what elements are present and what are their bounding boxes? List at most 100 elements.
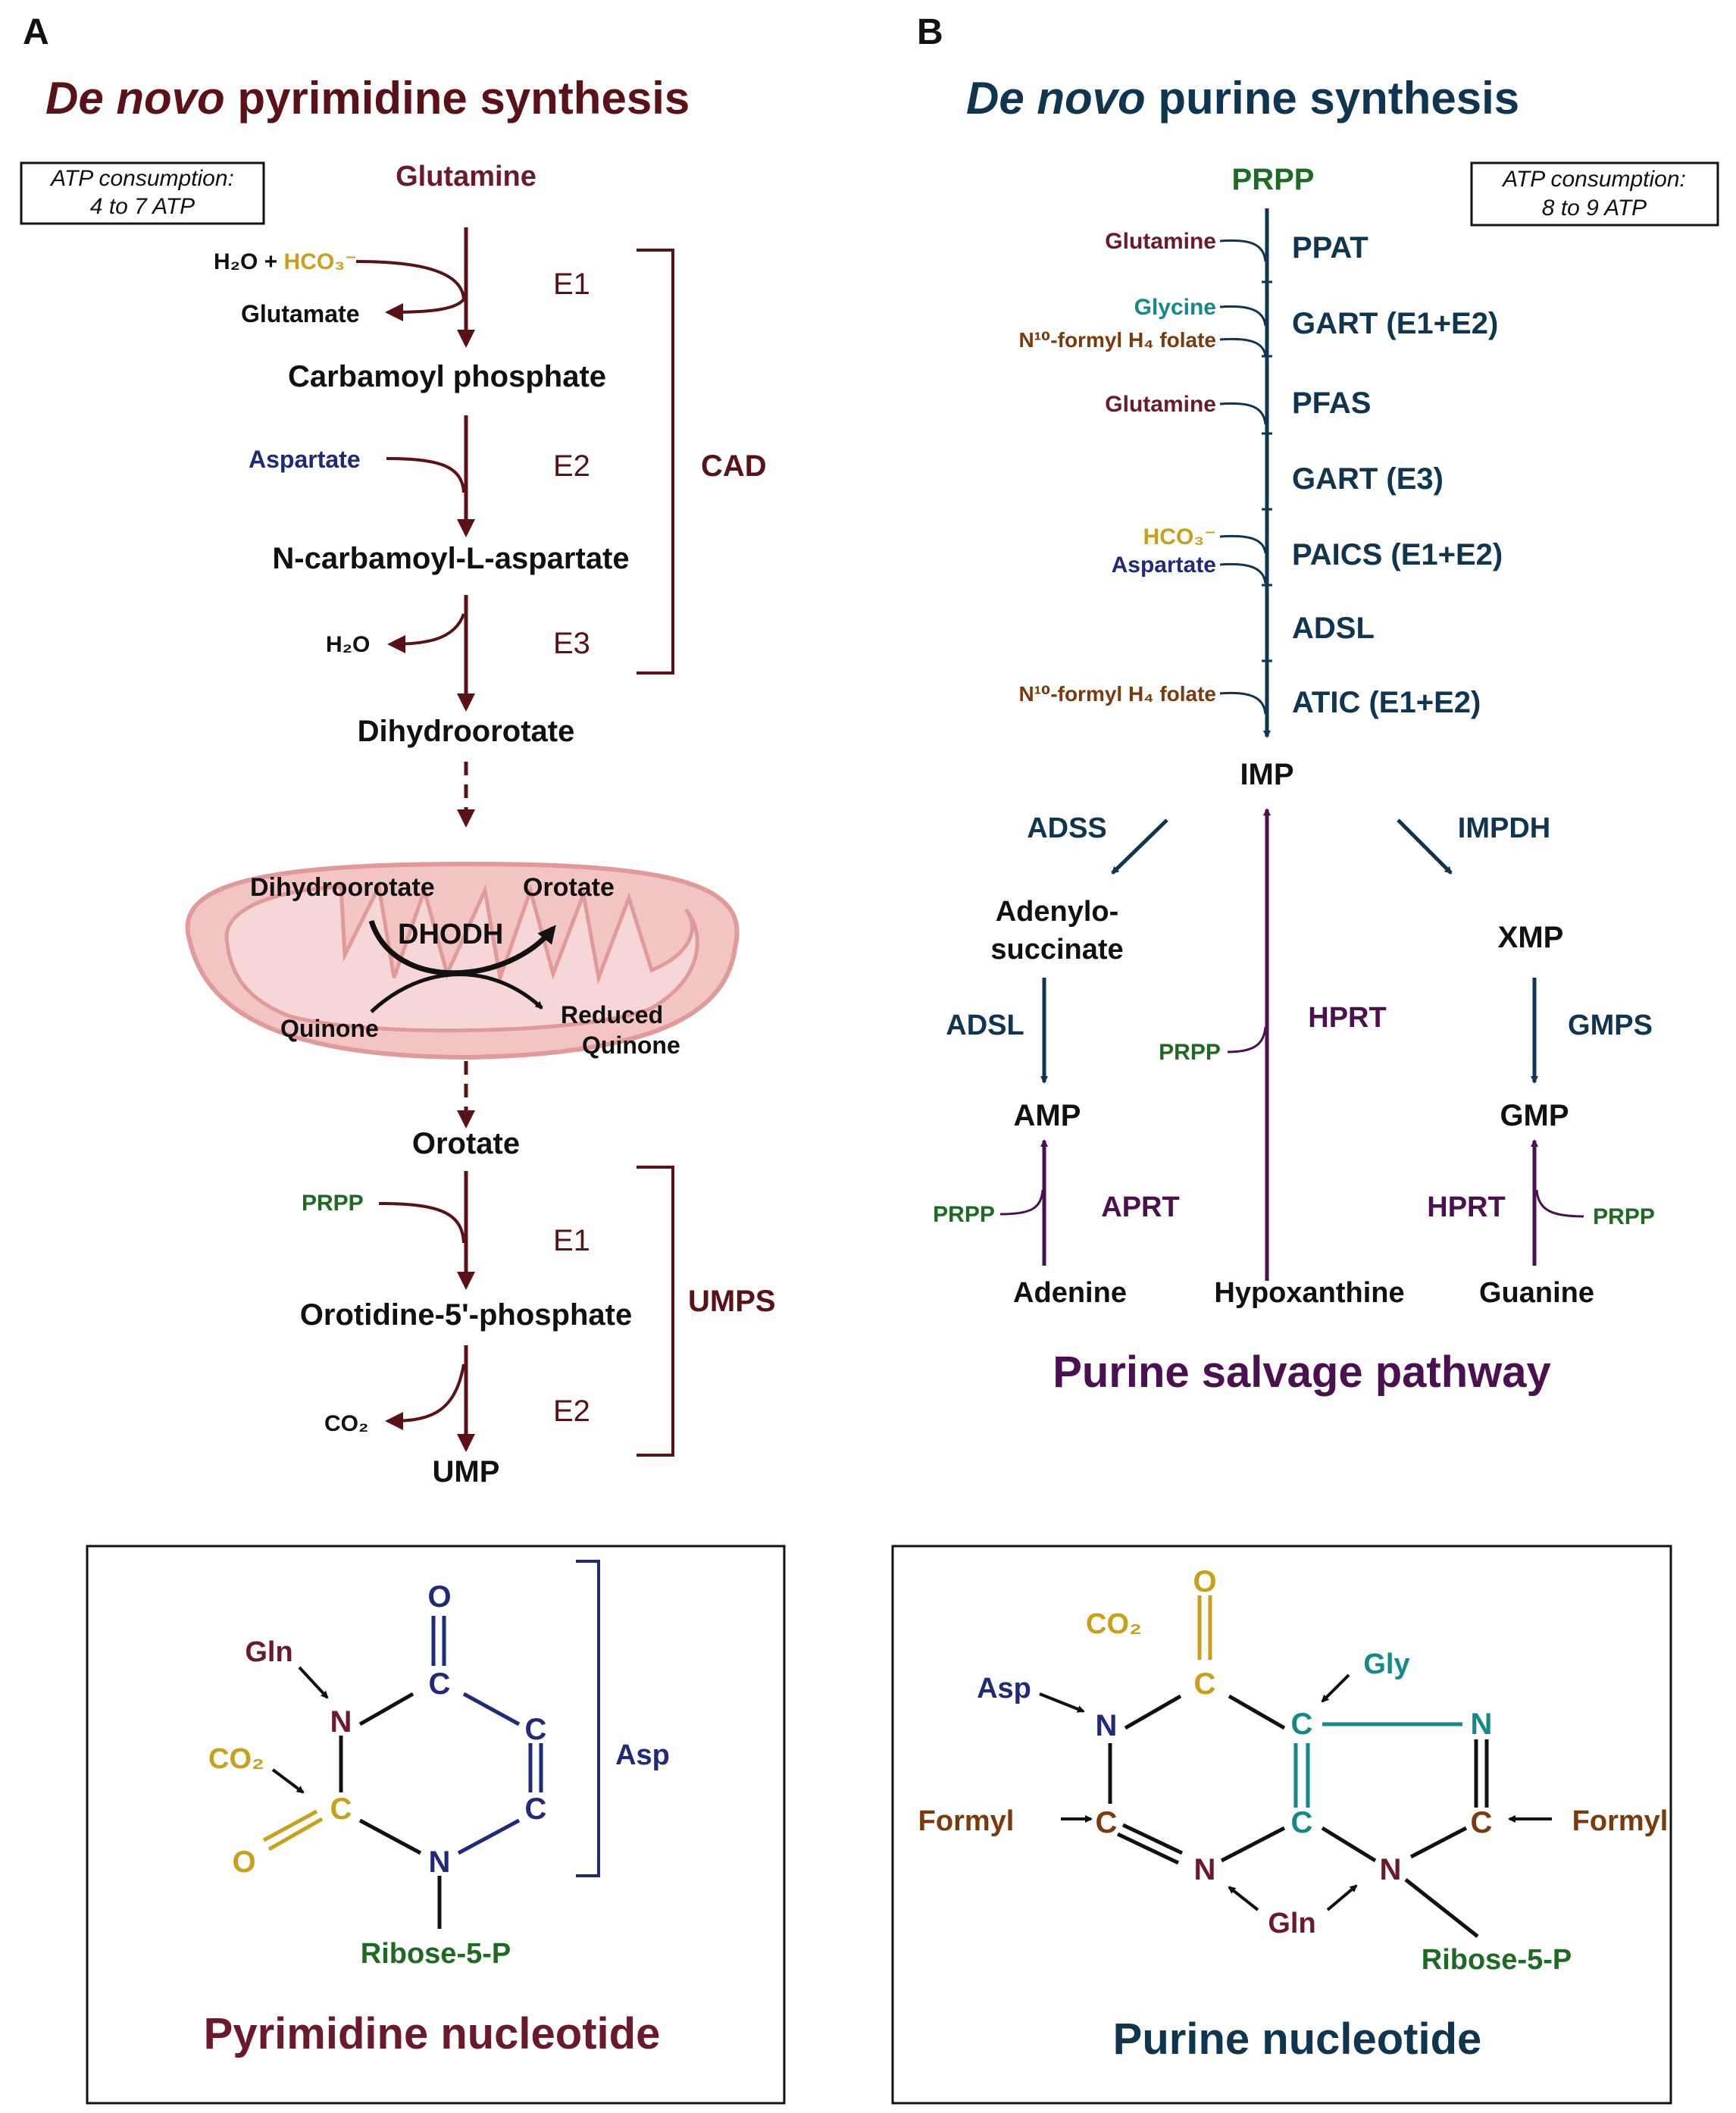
curve-ppat <box>1219 239 1267 262</box>
curve-prpp-guanine <box>1535 1189 1584 1218</box>
e1-label-a: E1 <box>553 268 590 301</box>
hco3-label-b: HCO₃⁻ <box>1143 524 1216 549</box>
curve-prpp-aprt <box>999 1189 1044 1216</box>
pur-formyl-right: Formyl <box>1572 1805 1669 1837</box>
pur-o: O <box>1193 1565 1216 1598</box>
panel-b-title-rest: purine synthesis <box>1146 73 1519 124</box>
curve-paics-1 <box>1219 534 1267 554</box>
h2o-hco3-label: H₂O + HCO₃⁻ <box>214 249 357 274</box>
panel-a-title: De novo pyrimidine synthesis <box>45 73 690 124</box>
asp-bracket <box>576 1560 600 1877</box>
formyl-folate-2: N¹⁰-formyl H₄ folate <box>1018 682 1216 706</box>
pyr-n1: N <box>330 1705 352 1739</box>
gln-arrow-pyr <box>298 1666 329 1699</box>
imp-label: IMP <box>1240 758 1293 791</box>
prpp-label-b: PRPP <box>1232 163 1315 196</box>
hypoxanthine-label: Hypoxanthine <box>1214 1277 1404 1309</box>
pyr-c-top: C <box>429 1667 451 1701</box>
co2-arrow-pyr <box>271 1768 305 1794</box>
pur-n7: N <box>1471 1708 1493 1741</box>
panel-a-title-rest: pyrimidine synthesis <box>225 73 690 124</box>
pyr-c-right2: C <box>525 1792 547 1826</box>
pur-co2: CO₂ <box>1086 1608 1142 1640</box>
e2-label-umps: E2 <box>553 1395 590 1428</box>
adsl-label-2: ADSL <box>946 1010 1024 1041</box>
glutamine-pfas: Glutamine <box>1105 392 1216 417</box>
cad-label: CAD <box>701 449 767 483</box>
reduced-label: Reduced <box>561 1001 663 1028</box>
glutamate-label: Glutamate <box>241 300 359 327</box>
orotate-label: Orotate <box>412 1127 520 1160</box>
adenylo-label-2: succinate <box>990 934 1123 966</box>
h2o-label-a: H₂O <box>326 632 370 657</box>
n-carbamoyl-label: N-carbamoyl-L-aspartate <box>272 542 629 575</box>
impdh-label: IMPDH <box>1458 812 1550 844</box>
adenine-label: Adenine <box>1013 1277 1127 1309</box>
adsl-label-b: ADSL <box>1292 612 1375 645</box>
pur-ribose: Ribose-5-P <box>1422 1944 1572 1976</box>
pyr-title: Pyrimidine nucleotide <box>204 2009 661 2058</box>
panel-a-title-italic: De novo <box>45 73 225 124</box>
pur-gln: Gln <box>1268 1908 1315 1939</box>
pur-gly: Gly <box>1363 1648 1409 1680</box>
pur-asp: Asp <box>977 1673 1031 1704</box>
purine-box <box>891 1545 1672 2105</box>
panel-b-letter: B <box>917 12 943 52</box>
e1-label-umps: E1 <box>553 1224 590 1257</box>
pur-c2: C <box>1096 1806 1118 1839</box>
prpp-curve-a <box>378 1202 465 1244</box>
carbamoyl-phosphate-label: Carbamoyl phosphate <box>288 360 606 393</box>
pyr-gln: Gln <box>245 1636 292 1668</box>
dhodh-arrow-2 <box>370 972 543 1013</box>
atp-box-a-line2: 4 to 7 ATP <box>90 194 195 219</box>
h2o-hco3-curve <box>355 260 465 300</box>
atp-box-a-line1: ATP consumption: <box>49 166 234 191</box>
prpp-label-a: PRPP <box>302 1191 364 1216</box>
ump-label: UMP <box>433 1455 500 1488</box>
gln-arrow-pur-1 <box>1228 1886 1259 1911</box>
curve-paics-2 <box>1219 562 1267 584</box>
dihydroorotate-label: Dihydroorotate <box>358 715 575 748</box>
pur-c6: C <box>1194 1667 1216 1701</box>
pyr-n3: N <box>429 1845 451 1879</box>
atp-box-b-line1: ATP consumption: <box>1501 167 1686 192</box>
glutamine-label: Glutamine <box>396 161 536 193</box>
co2-curve-a <box>385 1363 465 1430</box>
gln-arrow-pur-2 <box>1326 1884 1358 1911</box>
salvage-title: Purine salvage pathway <box>1053 1348 1551 1397</box>
cad-bracket <box>637 249 674 675</box>
curve-gart-2 <box>1219 337 1267 357</box>
pyr-co2: CO₂ <box>208 1743 264 1775</box>
e2-label-a: E2 <box>553 449 590 483</box>
mito-orotate: Orotate <box>523 873 615 902</box>
omp-label: Orotidine-5'-phosphate <box>300 1298 632 1332</box>
aspartate-label-b: Aspartate <box>1112 553 1216 578</box>
pyr-ribose: Ribose-5-P <box>361 1938 511 1970</box>
hprt-label-right: HPRT <box>1427 1191 1505 1223</box>
panel-b-title-italic: De novo <box>966 73 1146 124</box>
atic-label: ATIC (E1+E2) <box>1292 686 1481 719</box>
umps-label: UMPS <box>688 1285 776 1318</box>
purine-axis-ticks <box>1262 280 1272 662</box>
atp-box-b-line2: 8 to 9 ATP <box>1542 196 1647 221</box>
guanine-label: Guanine <box>1479 1277 1594 1309</box>
gly-arrow <box>1321 1673 1350 1703</box>
pur-c8: C <box>1471 1806 1493 1839</box>
curve-pfas <box>1219 402 1267 425</box>
pyr-asp: Asp <box>615 1739 670 1771</box>
co2-label-a: CO₂ <box>324 1411 368 1436</box>
pur-title: Purine nucleotide <box>1113 2014 1482 2064</box>
atp-box-b <box>1470 161 1719 227</box>
asp-arrow-pur <box>1039 1692 1085 1713</box>
e3-label-a: E3 <box>553 627 590 660</box>
pfas-label: PFAS <box>1292 387 1371 420</box>
reduced-quinone-label: Quinone <box>582 1031 680 1059</box>
amp-label: AMP <box>1014 1099 1081 1132</box>
pyrimidine-box <box>86 1545 786 2105</box>
pur-c4: C <box>1291 1806 1313 1839</box>
pyr-c2: C <box>330 1792 352 1826</box>
pyr-o-top: O <box>427 1580 451 1614</box>
dhodh-label: DHODH <box>398 919 503 950</box>
adenylo-label-1: Adenylo- <box>996 896 1119 928</box>
